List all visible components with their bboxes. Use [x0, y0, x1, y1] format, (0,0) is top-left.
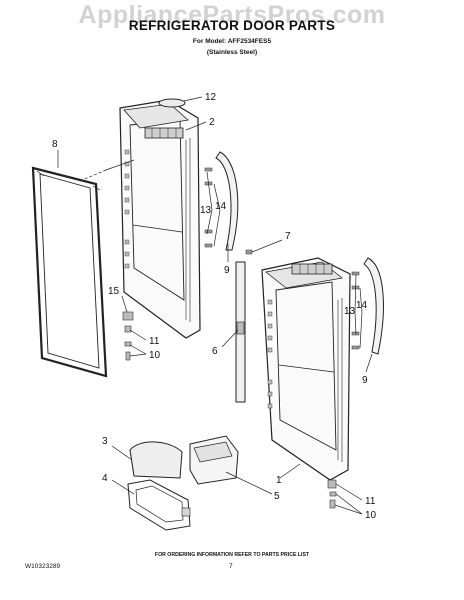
- right-door-liner: [261, 257, 351, 481]
- right-door-handle: [363, 257, 384, 355]
- part-4-bin: [127, 479, 191, 531]
- callout-12: 12: [205, 92, 217, 103]
- model-line: For Model: AFF2534FES5: [192, 38, 272, 45]
- callout-4: 4: [102, 473, 108, 484]
- callout-14-left: 14: [215, 201, 227, 212]
- callout-13-right: 13: [344, 306, 356, 317]
- callout-8: 8: [52, 139, 58, 150]
- callout-14-right: 14: [356, 300, 368, 311]
- callout-7: 7: [285, 231, 291, 242]
- callout-9-right: 9: [362, 375, 368, 386]
- part-12-cap: [158, 98, 186, 108]
- callout-13-left: 13: [200, 205, 212, 216]
- left-door-handle: [215, 151, 239, 251]
- callout-10-left: 10: [149, 350, 161, 361]
- left-hinge-parts: [122, 311, 134, 361]
- variant-line: (Stainless Steel): [206, 49, 258, 56]
- part-3-bin-cover: [129, 441, 183, 479]
- callout-15: 15: [108, 286, 120, 297]
- leader-lines: [57, 96, 373, 515]
- page-title: REFRIGERATOR DOOR PARTS: [128, 18, 336, 33]
- callout-11-right: 11: [365, 496, 376, 507]
- ordering-note: FOR ORDERING INFORMATION REFER TO PARTS …: [154, 552, 310, 558]
- right-hinge-parts: [327, 479, 337, 509]
- callout-9-left: 9: [224, 265, 230, 276]
- callout-3: 3: [102, 436, 108, 447]
- page-number: 7: [229, 563, 233, 570]
- callout-1: 1: [276, 475, 282, 486]
- left-door-liner: [119, 99, 201, 339]
- callout-2: 2: [209, 117, 215, 128]
- part-5-door-bin: [189, 435, 239, 485]
- part-7-screw: [245, 249, 253, 255]
- document-id: W10323289: [25, 563, 61, 570]
- door-gasket: [31, 166, 108, 378]
- watermark: AppliancePartsPros.com: [78, 1, 386, 29]
- callout-6: 6: [212, 346, 218, 357]
- callout-5: 5: [274, 491, 280, 502]
- part-6-hinge-bar: [235, 261, 246, 403]
- callout-11-left: 11: [149, 336, 160, 347]
- callout-10-right: 10: [365, 510, 377, 521]
